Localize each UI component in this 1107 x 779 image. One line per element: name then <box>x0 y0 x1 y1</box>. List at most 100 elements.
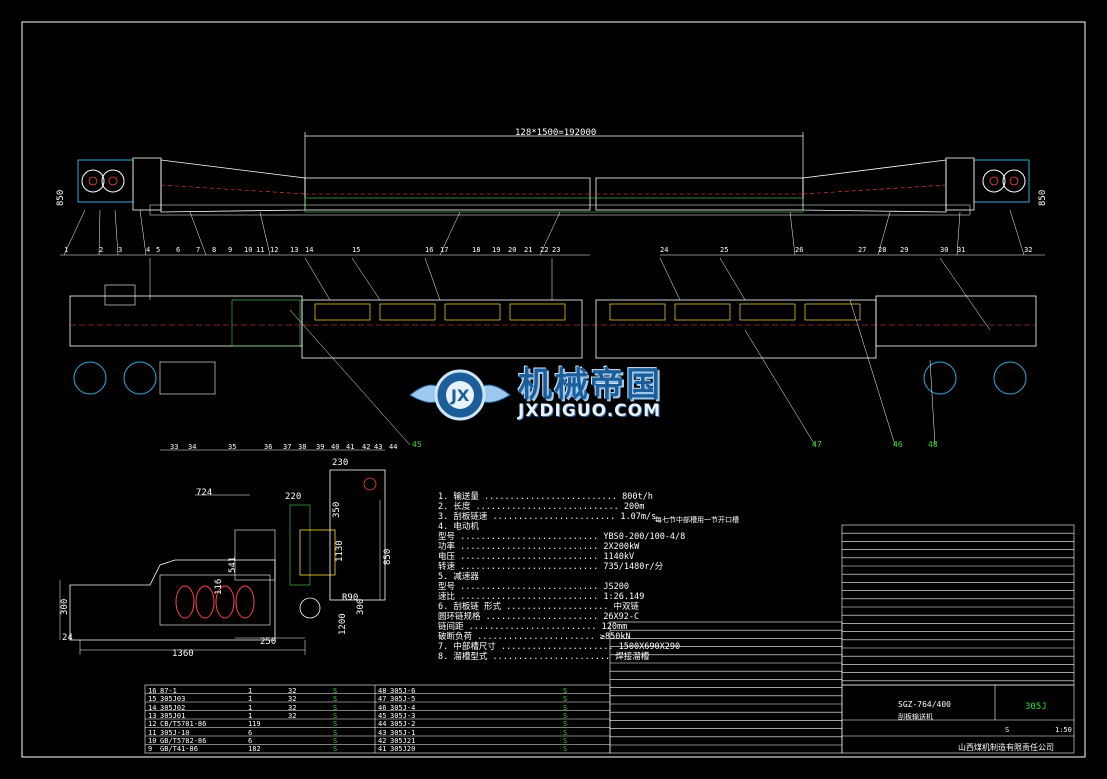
callout-37: 37 <box>283 443 292 451</box>
dim-1360: 1360 <box>172 649 194 659</box>
parts-table-cell: S <box>563 711 568 720</box>
callout-42: 42 <box>362 443 371 451</box>
spec-line: 2. 长度 ............................ 200m <box>438 502 645 512</box>
callout-35: 35 <box>228 443 237 451</box>
spec-line: 功率 ........................... 2X200kW <box>438 542 640 552</box>
overall-dimension: 128*1500=192000 <box>515 128 597 138</box>
parts-table-cell: 32 <box>288 695 297 704</box>
watermark-title: 机械帝国 <box>518 365 662 405</box>
callout-32: 32 <box>1024 246 1033 254</box>
parts-table-cell: 305J-3 <box>390 711 416 720</box>
spec-line: 圆环链规格 ...................... 26X92-C <box>438 612 640 622</box>
parts-table-cell: 12 <box>148 720 157 729</box>
dim-r90: R90 <box>342 593 359 603</box>
callout-26: 26 <box>795 246 804 254</box>
spec-line: 型号 ........................... YBS0-200/… <box>438 532 686 542</box>
parts-table-cell: 87-1 <box>160 687 177 695</box>
callout-44: 44 <box>389 443 398 451</box>
callout-45: 45 <box>412 440 422 449</box>
callout-19: 19 <box>492 246 501 254</box>
spec-line: 3. 刮板链速 ........................ 1.07m/s <box>438 512 657 522</box>
callout-12: 12 <box>270 246 279 254</box>
sheet-size: S <box>1005 726 1010 734</box>
spec-line: 型号 ........................... JS200 <box>438 582 629 592</box>
parts-table-cell: 305J21 <box>390 736 416 745</box>
parts-table-cell: S <box>563 745 568 754</box>
drawing-code: 305J <box>1025 702 1047 712</box>
dim-116: 116 <box>214 578 224 595</box>
callout-31: 31 <box>957 246 966 254</box>
spec-line: 电压 ........................... 1140kV <box>438 552 635 562</box>
parts-table-cell: S <box>333 711 338 720</box>
parts-table-cell: 32 <box>288 711 297 720</box>
callout-5: 5 <box>156 246 161 254</box>
drawing-name: 刮板输送机 <box>898 713 933 721</box>
callout-29: 29 <box>900 246 909 254</box>
callout-14: 14 <box>305 246 314 254</box>
spec-line: 转速 ........................... 735/1480r… <box>438 562 664 572</box>
callout-47: 47 <box>812 440 822 449</box>
sheet-border <box>21 21 1086 758</box>
callout-1: 1 <box>64 246 69 254</box>
callout-8: 8 <box>212 246 217 254</box>
callout-38: 38 <box>298 443 307 451</box>
parts-table-cell: 48 <box>378 687 387 695</box>
callout-13: 13 <box>290 246 299 254</box>
parts-table-cell: 305J-6 <box>390 687 416 695</box>
parts-table-cell: 1 <box>248 687 253 695</box>
dim-724: 724 <box>196 488 213 498</box>
dim-300-left: 300 <box>60 598 70 615</box>
spec-line: 4. 电动机 <box>438 522 479 532</box>
dim-850: 850 <box>383 548 393 565</box>
parts-table-cell: 9 <box>148 745 153 754</box>
parts-table-cell: 305J03 <box>160 695 186 704</box>
callout-24: 24 <box>660 246 669 254</box>
parts-table-cell: 6 <box>248 728 253 737</box>
callout-6: 6 <box>176 246 181 254</box>
parts-table-cell: 305J-2 <box>390 720 416 729</box>
parts-table-cell: 32 <box>288 703 297 712</box>
spec-line: 破断负荷 ....................... ≥850kN <box>438 632 631 642</box>
callout-15: 15 <box>352 246 361 254</box>
scale: 1:50 <box>1055 726 1072 734</box>
parts-table-cell: 32 <box>288 687 297 695</box>
spec-line: 1. 输送量 .......................... 800t/h <box>438 492 653 502</box>
callout-7: 7 <box>196 246 201 254</box>
parts-table-cell: GB/T41-86 <box>160 745 198 754</box>
parts-table-cell: 305J20 <box>390 745 416 754</box>
callout-17: 17 <box>440 246 449 254</box>
parts-table-cell: S <box>563 695 568 704</box>
note-title: 每七节中部槽用一节开口槽 <box>655 516 739 524</box>
callout-9: 9 <box>228 246 233 254</box>
parts-table-cell: 1 <box>248 711 253 720</box>
parts-table-cell: 44 <box>378 720 387 729</box>
parts-table-cell: 16 <box>148 687 157 695</box>
dim-541: 541 <box>228 556 238 573</box>
spec-line: 6. 刮板链 形式 .................... 中双链 <box>438 602 640 612</box>
dim-350: 350 <box>332 501 342 518</box>
parts-table-cell: 305J-5 <box>390 695 416 704</box>
parts-table-cell: S <box>333 687 338 695</box>
parts-table-cell: 11 <box>148 728 157 737</box>
callout-41: 41 <box>346 443 355 451</box>
watermark-subtitle: JXDIGUO.COM <box>518 401 662 421</box>
parts-table-cell: S <box>333 703 338 712</box>
elevation-view <box>60 132 1045 256</box>
dim-1130: 1130 <box>335 540 345 562</box>
callout-46: 46 <box>893 440 903 449</box>
parts-table-cell: 305J-10 <box>160 728 190 737</box>
parts-table-cell: 47 <box>378 695 387 704</box>
parts-table-cell: 1 <box>248 695 253 704</box>
callout-20: 20 <box>508 246 517 254</box>
parts-table-cell: S <box>333 720 338 729</box>
callout-34: 34 <box>188 443 197 451</box>
cross-section-detail <box>59 449 386 655</box>
right-height-dimension: 850 <box>1038 189 1048 206</box>
company-name: 山西煤机制造有限责任公司 <box>958 743 1054 752</box>
callout-22: 22 <box>540 246 549 254</box>
plan-view <box>69 257 1037 446</box>
parts-table-cell: 305J-1 <box>390 728 416 737</box>
parts-table-cell: 13 <box>148 711 157 720</box>
